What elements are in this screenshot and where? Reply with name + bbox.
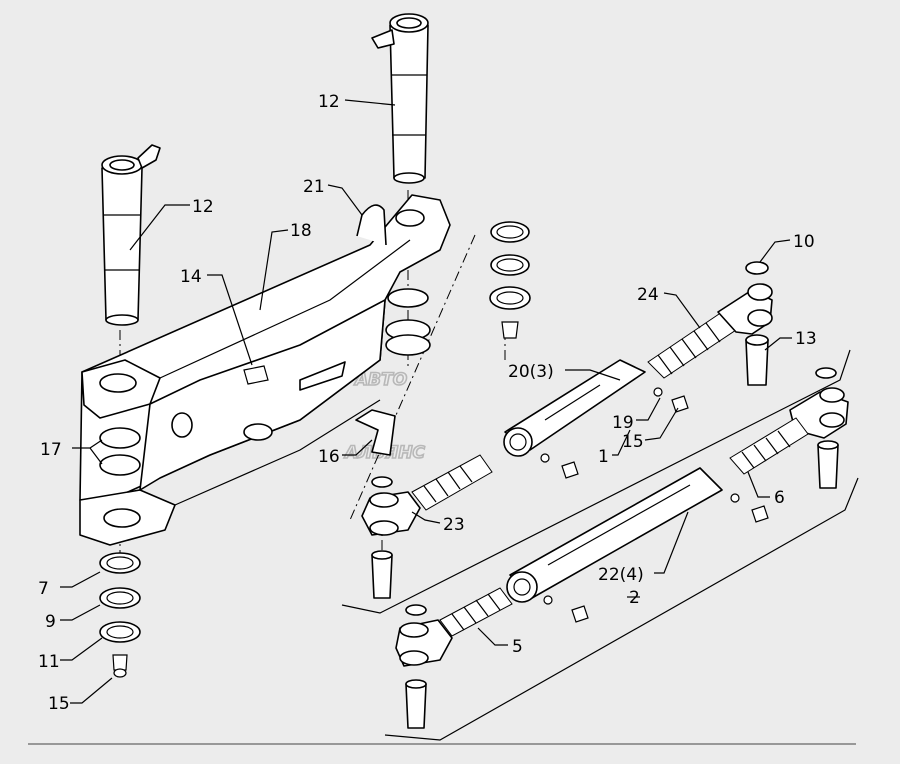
washers-17 (99, 427, 141, 476)
leader-lines (60, 99, 792, 704)
tie-rod-end-23 (361, 454, 493, 599)
pin-top (371, 13, 429, 184)
tie-rod-upper (503, 261, 773, 479)
clip-16 (355, 409, 396, 456)
washer-stack-right (489, 221, 531, 339)
u-clip (356, 204, 387, 246)
nut-14 (243, 365, 269, 385)
main-bracket (79, 194, 451, 546)
tie-rod-end-6 (729, 367, 849, 489)
assembly-brackets (341, 349, 859, 741)
label-21: 21 (303, 177, 325, 197)
label-2: 2 (629, 588, 640, 608)
label-10: 10 (793, 232, 815, 252)
label-22-4: 22(4) (598, 565, 644, 585)
label-18: 18 (290, 221, 312, 241)
label-13: 13 (795, 329, 817, 349)
plate (299, 361, 346, 391)
label-12-top: 12 (318, 92, 340, 112)
label-17: 17 (40, 440, 62, 460)
label-9: 9 (45, 612, 56, 632)
label-16: 16 (318, 447, 340, 467)
label-23: 23 (443, 515, 465, 535)
tie-rod-end-5 (395, 587, 513, 729)
label-20-3: 20(3) (508, 362, 554, 382)
pin-left (101, 144, 161, 326)
watermark-line1: АВТО (353, 370, 407, 390)
label-19: 19 (612, 413, 634, 433)
label-5: 5 (512, 637, 523, 657)
label-6: 6 (774, 488, 785, 508)
lower-washer-stack (99, 552, 141, 678)
label-15-lower: 15 (48, 694, 70, 714)
washer-stack-upper (385, 288, 431, 356)
label-7: 7 (38, 579, 49, 599)
label-12-left: 12 (192, 197, 214, 217)
tie-rod-lower (506, 467, 769, 623)
label-15-upper: 15 (622, 432, 644, 452)
label-11: 11 (38, 652, 60, 672)
label-1: 1 (598, 447, 609, 467)
label-14: 14 (180, 267, 202, 287)
callout-labels: 12 12 21 18 14 10 24 13 20(3) 19 15 1 17… (38, 92, 817, 714)
label-24: 24 (637, 285, 659, 305)
